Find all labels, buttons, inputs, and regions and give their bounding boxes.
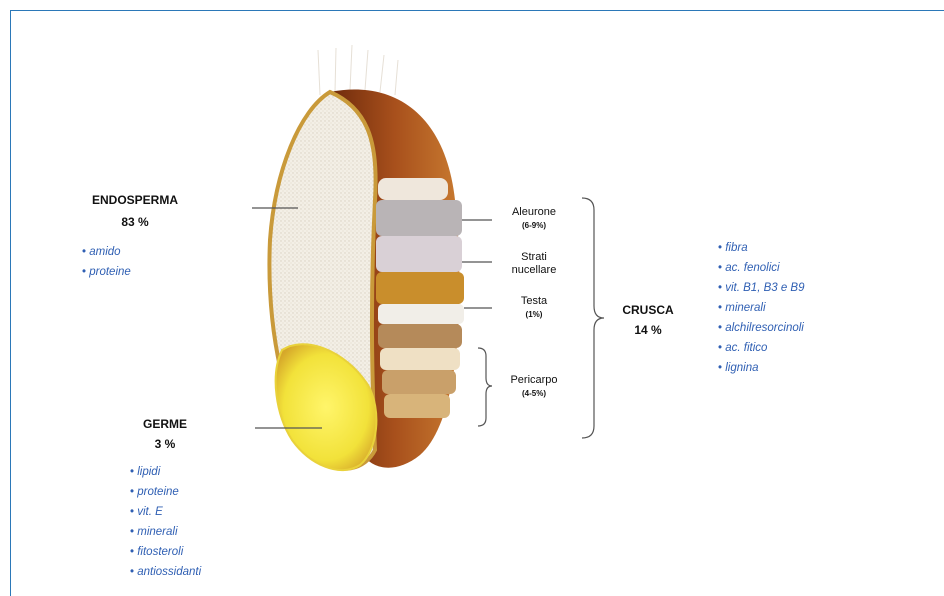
endosperma-percentage: 83 % [70, 214, 200, 230]
aleurone-label: Aleurone (6-9%) [494, 206, 574, 232]
testa-name: Testa [494, 295, 574, 308]
list-item: minerali [130, 522, 201, 542]
testa-pct: (1%) [494, 308, 574, 321]
strati-label: Strati nucellare [494, 251, 574, 277]
list-item: antiossidanti [130, 562, 201, 582]
pericarp-layer-1 [378, 324, 462, 348]
list-item: alchilresorcinoli [718, 318, 805, 338]
germe-nutrient-list: lipidi proteine vit. E minerali fitoster… [130, 462, 201, 582]
germe-percentage: 3 % [120, 436, 210, 452]
crusca-title: CRUSCA [608, 302, 688, 318]
list-item: amido [82, 242, 131, 262]
crusca-percentage: 14 % [608, 322, 688, 338]
bran-layers [376, 178, 464, 418]
list-item: lignina [718, 358, 805, 378]
endosperma-nutrient-list: amido proteine [82, 242, 131, 282]
list-item: proteine [82, 262, 131, 282]
list-item: minerali [718, 298, 805, 318]
list-item: ac. fitico [718, 338, 805, 358]
kernel-hairs [318, 45, 398, 95]
crusca-brace [582, 198, 604, 438]
testa-layer [376, 272, 464, 304]
list-item: vit. B1, B3 e B9 [718, 278, 805, 298]
aleurone-name: Aleurone [494, 206, 574, 219]
germe-title: GERME [120, 416, 210, 432]
pericarpo-brace [478, 348, 492, 426]
nucellar-layer [376, 236, 462, 272]
list-item: fitosteroli [130, 542, 201, 562]
pericarpo-label: Pericarpo (4-5%) [494, 374, 574, 400]
list-item: vit. E [130, 502, 201, 522]
aleurone-pct: (6-9%) [494, 219, 574, 232]
pericarpo-name: Pericarpo [494, 374, 574, 387]
strati-name-1: Strati [494, 251, 574, 264]
endosperma-title: ENDOSPERMA [70, 192, 200, 208]
aleurone-layer [376, 200, 462, 236]
list-item: fibra [718, 238, 805, 258]
list-item: ac. fenolici [718, 258, 805, 278]
pericarp-layer-2 [382, 370, 456, 394]
crusca-nutrient-list: fibra ac. fenolici vit. B1, B3 e B9 mine… [718, 238, 805, 378]
testa-label: Testa (1%) [494, 295, 574, 321]
strati-name-2: nucellare [494, 264, 574, 277]
list-item: proteine [130, 482, 201, 502]
list-item: lipidi [130, 462, 201, 482]
pericarpo-pct: (4-5%) [494, 387, 574, 400]
